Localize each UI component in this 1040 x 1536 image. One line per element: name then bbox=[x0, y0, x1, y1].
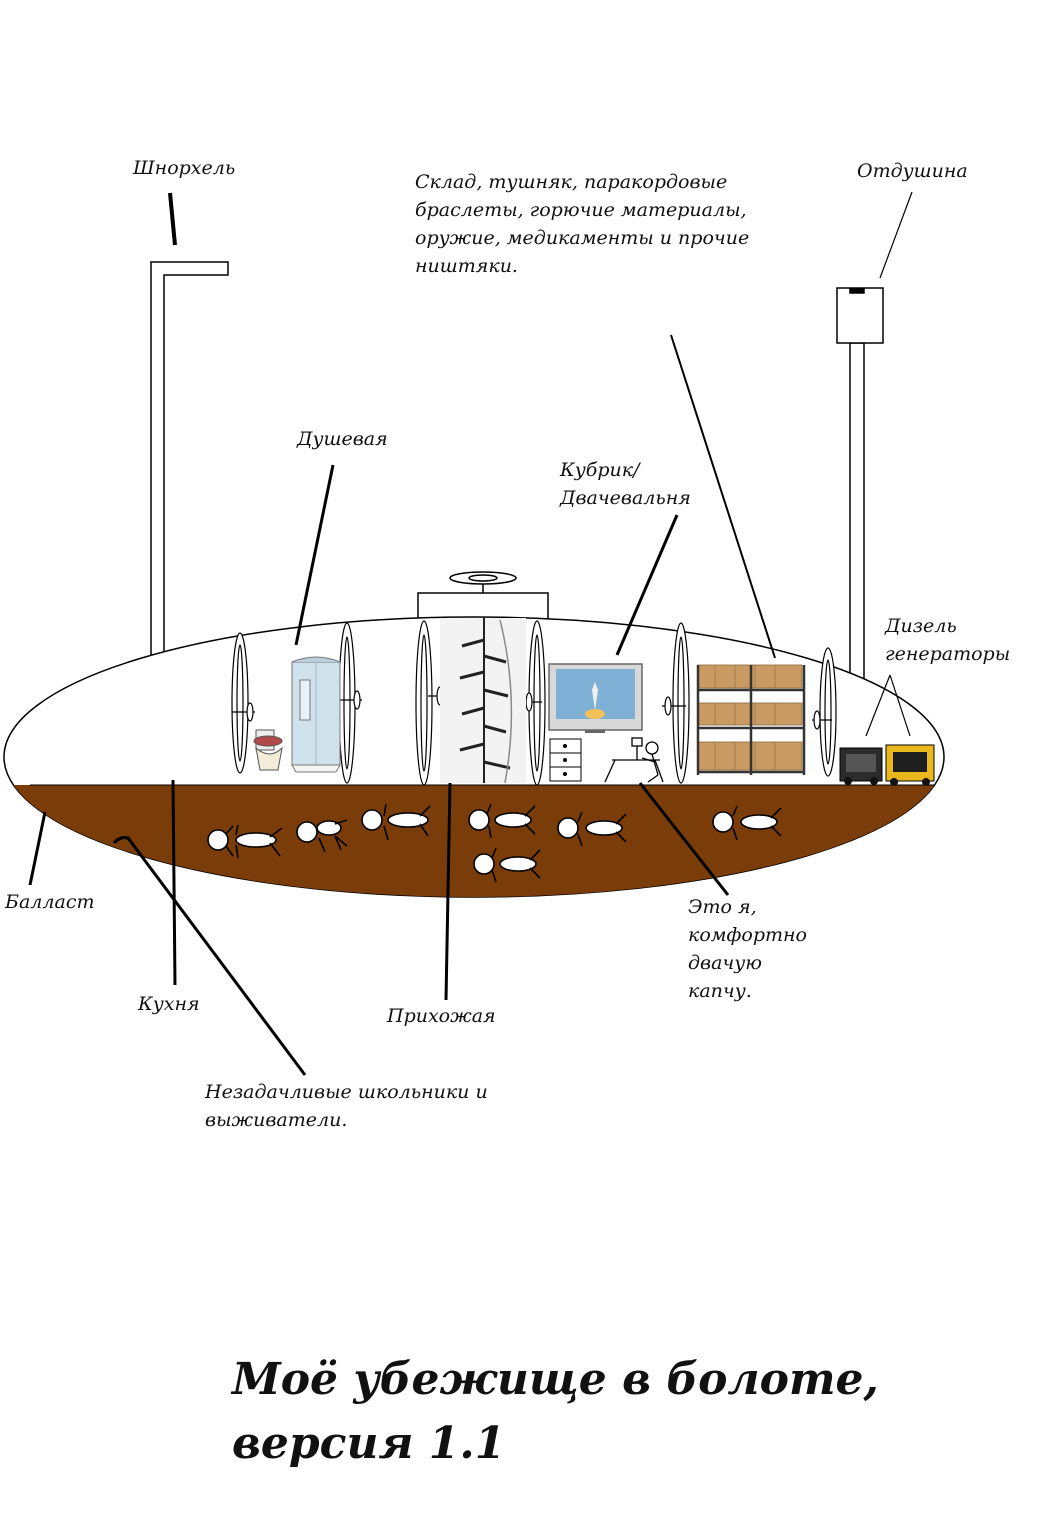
vent-pipe bbox=[836, 287, 884, 689]
label-schoolkids: Незадачливые школьники и выживатели. bbox=[205, 1081, 488, 1131]
page-title: Моё убежище в болоте, версия 1.1 bbox=[232, 1354, 879, 1469]
shower-cabin bbox=[291, 656, 341, 773]
buried-bodies bbox=[207, 803, 782, 883]
hatch bbox=[417, 571, 549, 622]
hallway-leader bbox=[444, 782, 452, 1001]
spiral-staircase bbox=[440, 618, 526, 784]
label-hallway: Прихожая bbox=[387, 1005, 496, 1027]
label-warehouse: Склад, тушняк, паракордовые браслеты, го… bbox=[415, 171, 750, 277]
kitchen-leader bbox=[171, 779, 177, 986]
label-ballast: Балласт bbox=[5, 891, 95, 913]
warehouse-shelving bbox=[696, 664, 806, 775]
quarters-leader bbox=[615, 514, 679, 656]
tv-screen bbox=[548, 663, 643, 733]
diesel-leader-2 bbox=[889, 674, 911, 737]
label-quarters: Кубрик/ Двачевальня bbox=[560, 459, 691, 509]
snorkel-pipe bbox=[150, 261, 229, 661]
schoolkids-leader bbox=[112, 836, 307, 1076]
ballast-leader bbox=[28, 811, 47, 886]
diesel-leader-1 bbox=[865, 674, 891, 737]
leader-lines bbox=[28, 191, 913, 1076]
stick-figure-at-desk bbox=[604, 737, 664, 783]
label-vent: Отдушина bbox=[857, 160, 968, 182]
snorkel-leader bbox=[168, 192, 177, 246]
label-diesel: Дизель генераторы bbox=[885, 615, 1011, 665]
warehouse-leader bbox=[670, 334, 776, 659]
dresser bbox=[549, 738, 582, 782]
me-leader bbox=[638, 782, 730, 896]
label-shower: Душевая bbox=[297, 428, 388, 450]
shower-leader bbox=[294, 464, 335, 646]
label-me: Это я, комфортно двачую капчу. bbox=[688, 896, 807, 1002]
vent-leader bbox=[879, 191, 913, 279]
toilet bbox=[253, 729, 283, 771]
label-kitchen: Кухня bbox=[138, 993, 200, 1015]
bulkhead-doors bbox=[231, 620, 837, 786]
label-snorkel: Шнорхель bbox=[133, 157, 236, 179]
diesel-generators bbox=[839, 744, 935, 786]
